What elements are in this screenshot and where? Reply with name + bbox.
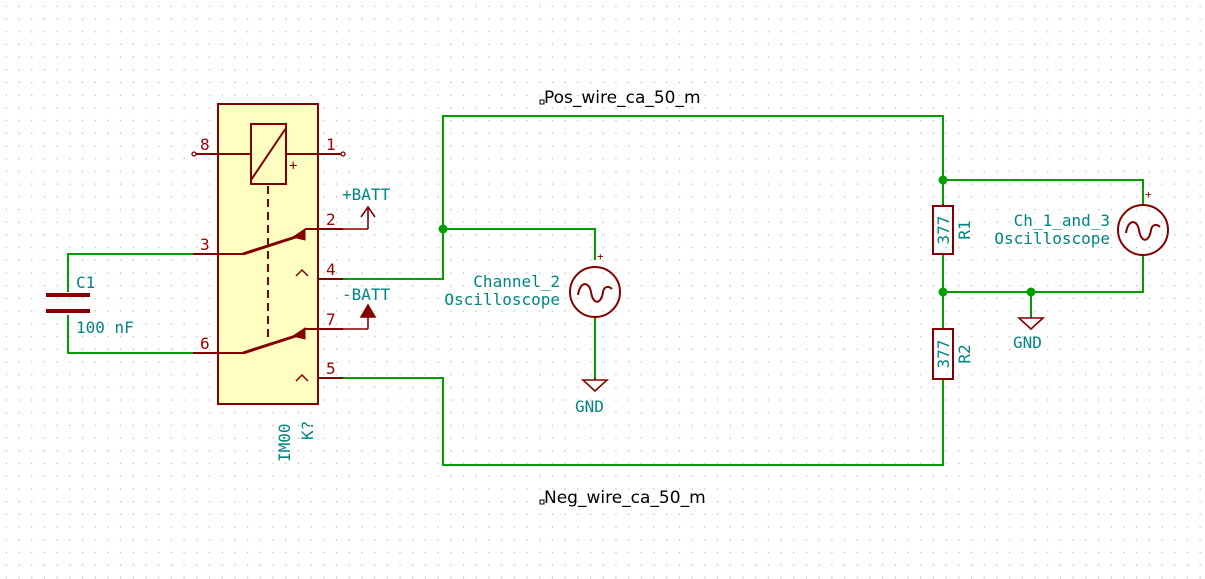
resistor-r2-value: 377 [934,340,953,369]
wire-ch13-plus[interactable] [942,179,1144,205]
pin-number-3: 3 [200,235,210,254]
relay-symbol[interactable] [191,103,346,405]
pin-number-6: 6 [200,334,210,353]
pin-number-5: 5 [326,359,336,378]
source-ch13-value: Oscilloscope [994,229,1110,248]
net-label-anchor-icon [539,99,545,105]
pin-1-endpoint-icon [340,151,346,157]
source-ch13[interactable] [1117,204,1169,256]
power-batt-pos[interactable] [360,205,376,229]
resistor-r1-reference: R1 [955,220,974,239]
power-batt-pos-label: +BATT [342,185,391,204]
power-batt-neg[interactable] [343,303,377,330]
wire-ch13-minus[interactable] [942,254,1144,293]
gnd-1-icon [580,379,610,393]
wire-cap-bottom[interactable] [67,315,219,354]
capacitor-c1[interactable] [46,293,90,313]
pin-number-8: 8 [200,135,210,154]
junctions [438,175,1036,297]
resistor-r1[interactable] [932,204,954,255]
relay-nc-contact-1 [295,268,309,277]
source-ch13-body [1117,204,1169,256]
net-label-pos-text: Pos_wire_ca_50_m [544,88,701,108]
source-channel2-reference: Channel_2 [473,272,560,291]
sine-wave-icon [1125,221,1161,241]
resistor-r1-body [932,205,954,255]
pin-number-7: 7 [326,310,336,329]
resistor-r2-reference: R2 [955,344,974,363]
capacitor-reference: C1 [76,273,95,292]
pin-8-endpoint-icon [191,151,197,157]
source-channel2-plus: + [597,250,604,263]
wire-cap-top[interactable] [67,253,219,292]
gnd-2-icon [1016,317,1046,331]
relay-coil-plus: + [289,158,297,174]
capacitor-value: 100 nF [76,318,134,337]
power-batt-neg-triangle-icon [359,303,377,318]
power-gnd-2[interactable] [1016,317,1046,331]
wire-channel2-plus[interactable] [442,228,596,260]
relay-pin-numbers: 8 1 2 3 4 6 7 5 [200,135,336,378]
pin-number-4: 4 [326,260,336,279]
net-label-pos[interactable]: Pos_wire_ca_50_m [539,88,701,108]
relay-value: IM00 [275,423,294,462]
junction-dot [438,224,448,234]
power-batt-neg-label: -BATT [342,285,391,304]
net-label-anchor-icon [539,499,545,505]
relay-nc-contact-2 [295,373,309,382]
power-batt-pos-arrow-icon [360,205,376,218]
source-channel2-value: Oscilloscope [444,290,560,309]
gnd-2-label: GND [1013,333,1042,352]
source-channel2-body [569,266,621,318]
resistor-r2[interactable] [932,328,954,380]
wire-pin5-neg[interactable] [317,377,944,466]
junction-dot [938,287,948,297]
gnd-1-label: GND [575,397,604,416]
junction-dot [1026,287,1036,297]
relay-reference: K? [298,421,317,440]
source-ch13-reference: Ch_1_and_3 [1014,211,1110,230]
junction-dot [938,175,948,185]
resistor-r2-body [932,328,954,380]
pin-number-2: 2 [326,210,336,229]
net-label-neg-text: Neg_wire_ca_50_m [544,488,706,508]
source-channel2[interactable] [569,266,621,318]
relay-contact-tip-1 [291,228,306,241]
relay-coil-diagonal [250,127,287,181]
wire-pin4-pos[interactable] [317,115,944,280]
sine-wave-icon [577,283,613,303]
resistor-r1-value: 377 [934,216,953,245]
source-ch13-plus: + [1145,188,1152,201]
pin-number-1: 1 [326,135,336,154]
relay-contact-tip-2 [291,327,306,340]
power-gnd-1[interactable] [580,378,610,393]
net-label-neg[interactable]: Neg_wire_ca_50_m [539,488,706,508]
